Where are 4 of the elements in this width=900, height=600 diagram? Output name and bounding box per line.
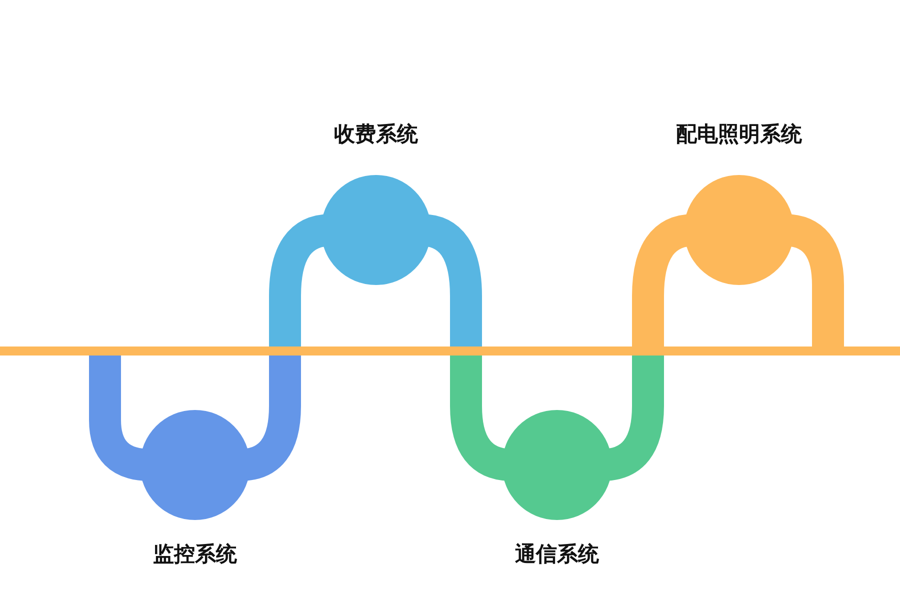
system-label: 监控系统 (152, 541, 238, 568)
system-label: 收费系统 (333, 121, 419, 148)
system-label: 通信系统 (514, 541, 600, 568)
system-label: 配电照明系统 (675, 121, 803, 148)
